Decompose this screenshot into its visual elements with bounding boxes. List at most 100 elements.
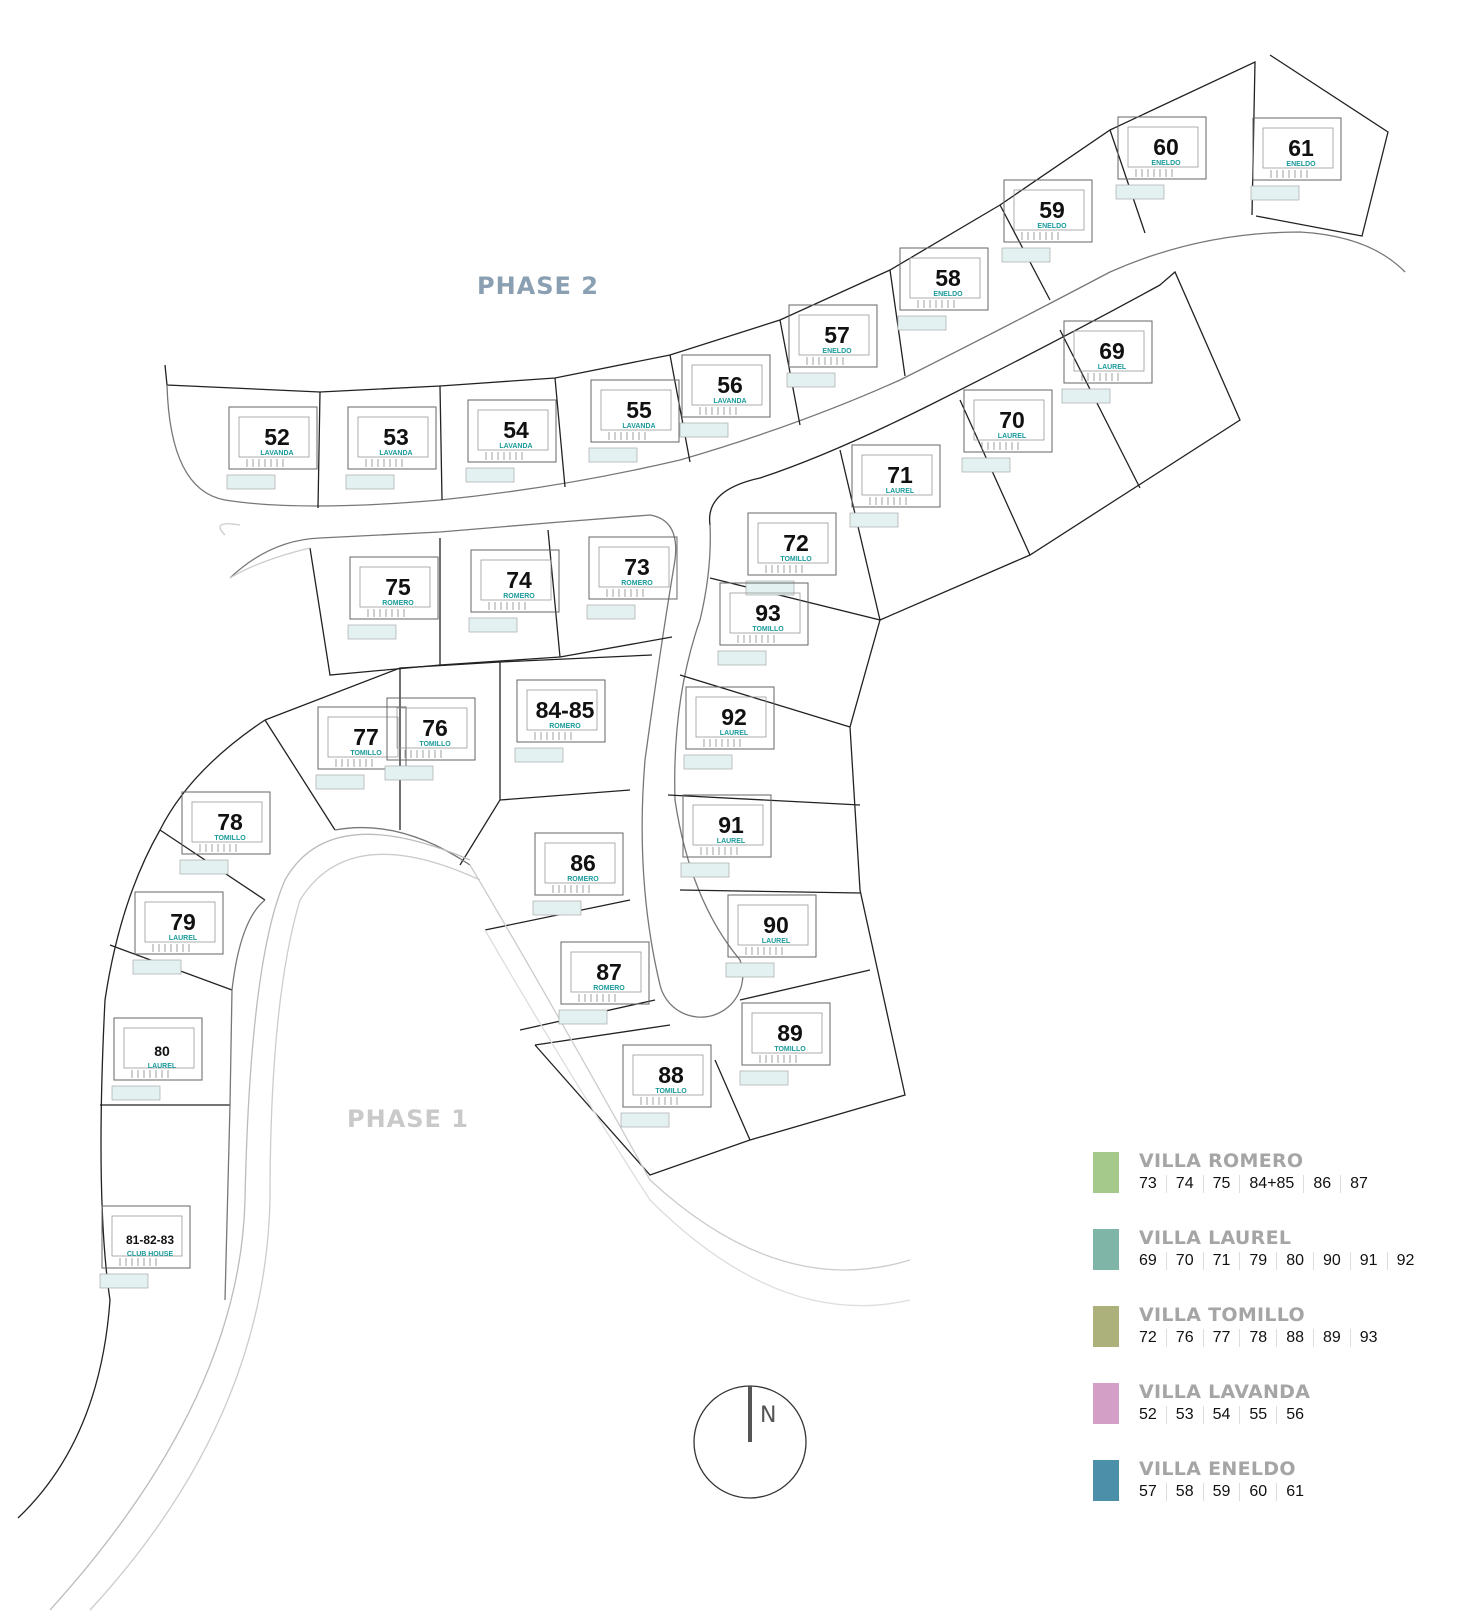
plot-number: 75 xyxy=(385,574,411,600)
plot-villa-type: LAUREL xyxy=(762,938,791,945)
pool xyxy=(679,422,729,438)
plot-villa-type: TOMILLO xyxy=(419,741,451,748)
villa-footprint xyxy=(470,549,560,613)
legend-unit: 76 xyxy=(1165,1329,1203,1347)
compass-north-label: N xyxy=(760,1403,777,1428)
villa-inner-outline xyxy=(570,951,642,993)
villa-footprint xyxy=(347,406,437,470)
villa-inner-outline xyxy=(191,801,263,843)
pool xyxy=(1250,185,1300,201)
legend-unit: 74 xyxy=(1165,1175,1203,1193)
villa-inner-outline xyxy=(238,416,310,458)
villa-inner-outline xyxy=(691,364,763,406)
villa-footprint xyxy=(534,832,624,896)
plot-number: 90 xyxy=(763,912,789,938)
pool xyxy=(849,512,899,528)
legend-swatch xyxy=(1093,1460,1119,1501)
plot-number: 52 xyxy=(264,424,290,450)
pool xyxy=(717,650,767,666)
villa-footprint xyxy=(851,444,941,508)
legend-title: VILLA ROMERO xyxy=(1139,1150,1304,1172)
plot-number: 86 xyxy=(570,850,596,876)
villa-footprint xyxy=(317,706,407,770)
pool xyxy=(1061,388,1111,404)
villa-footprint xyxy=(1117,116,1207,180)
plot-number: 59 xyxy=(1039,197,1065,223)
plot-number: 81-82-83 xyxy=(126,1233,174,1247)
plot-villa-type: ENELDO xyxy=(822,348,852,355)
villa-footprint xyxy=(467,399,557,463)
villa-inner-outline xyxy=(111,1215,183,1257)
pool xyxy=(179,859,229,875)
villa-inner-outline xyxy=(1073,330,1145,372)
legend-unit: 52 xyxy=(1139,1406,1157,1423)
legend-unit: 75 xyxy=(1202,1175,1240,1193)
villa-footprint xyxy=(590,379,680,443)
pool xyxy=(111,1085,161,1101)
lot-boundaries xyxy=(17,54,1406,1611)
pool xyxy=(588,447,638,463)
villa-footprint xyxy=(113,1017,203,1081)
legend-unit: 93 xyxy=(1349,1329,1387,1347)
legend-title: VILLA ENELDO xyxy=(1139,1458,1296,1480)
pool xyxy=(558,1009,608,1025)
plot-number: 70 xyxy=(999,407,1025,433)
pool xyxy=(468,617,518,633)
phase-1-label: PHASE 1 xyxy=(347,1105,469,1133)
pool xyxy=(683,754,733,770)
villa-inner-outline xyxy=(477,409,549,451)
plot-number: 57 xyxy=(824,322,850,348)
villa-inner-outline xyxy=(600,389,672,431)
legend-unit: 77 xyxy=(1202,1329,1240,1347)
legend-unit: 87 xyxy=(1340,1175,1377,1193)
villa-inner-outline xyxy=(737,904,809,946)
pool xyxy=(786,372,836,388)
villa-inner-outline xyxy=(396,707,468,749)
plot-villa-type: ROMERO xyxy=(382,600,414,607)
legend-unit: 80 xyxy=(1276,1252,1313,1270)
villa-inner-outline xyxy=(798,314,870,356)
legend-unit: 55 xyxy=(1239,1406,1276,1424)
legend-title: VILLA LAVANDA xyxy=(1139,1381,1311,1403)
villa-footprint xyxy=(741,1002,831,1066)
